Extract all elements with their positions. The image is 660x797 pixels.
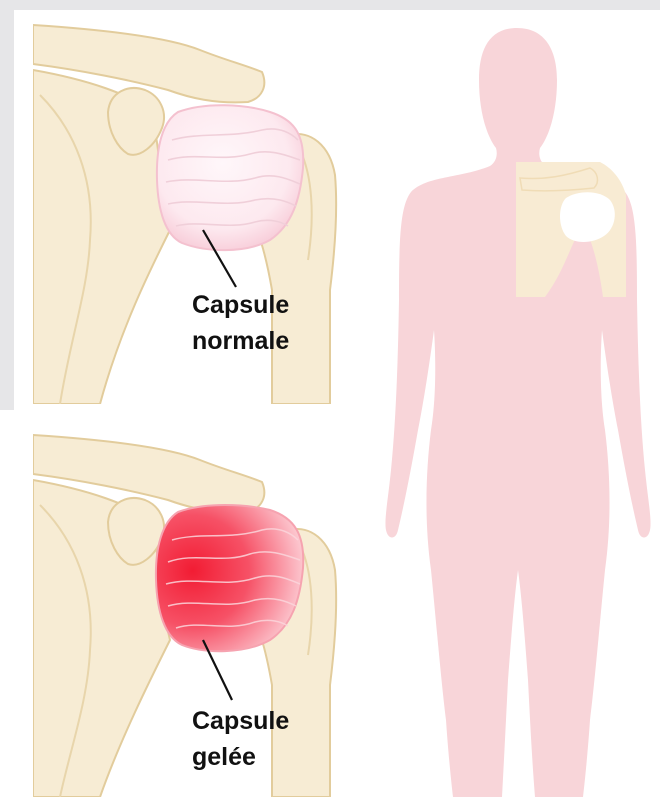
frozen-capsule-label-line1: Capsule [192, 703, 289, 739]
normal-capsule-label: Capsule normale [192, 287, 289, 359]
human-silhouette-icon [385, 28, 650, 797]
frame-top [0, 0, 660, 10]
frozen-capsule-label-line2: gelée [192, 739, 289, 775]
frame-left [0, 10, 14, 410]
frozen-capsule-label: Capsule gelée [192, 703, 289, 775]
frozen-shoulder-illustration [33, 435, 336, 797]
frozen-capsule [156, 505, 303, 651]
normal-capsule-label-line1: Capsule [192, 287, 289, 323]
normal-capsule-label-line2: normale [192, 323, 289, 359]
normal-shoulder-illustration [33, 25, 336, 404]
